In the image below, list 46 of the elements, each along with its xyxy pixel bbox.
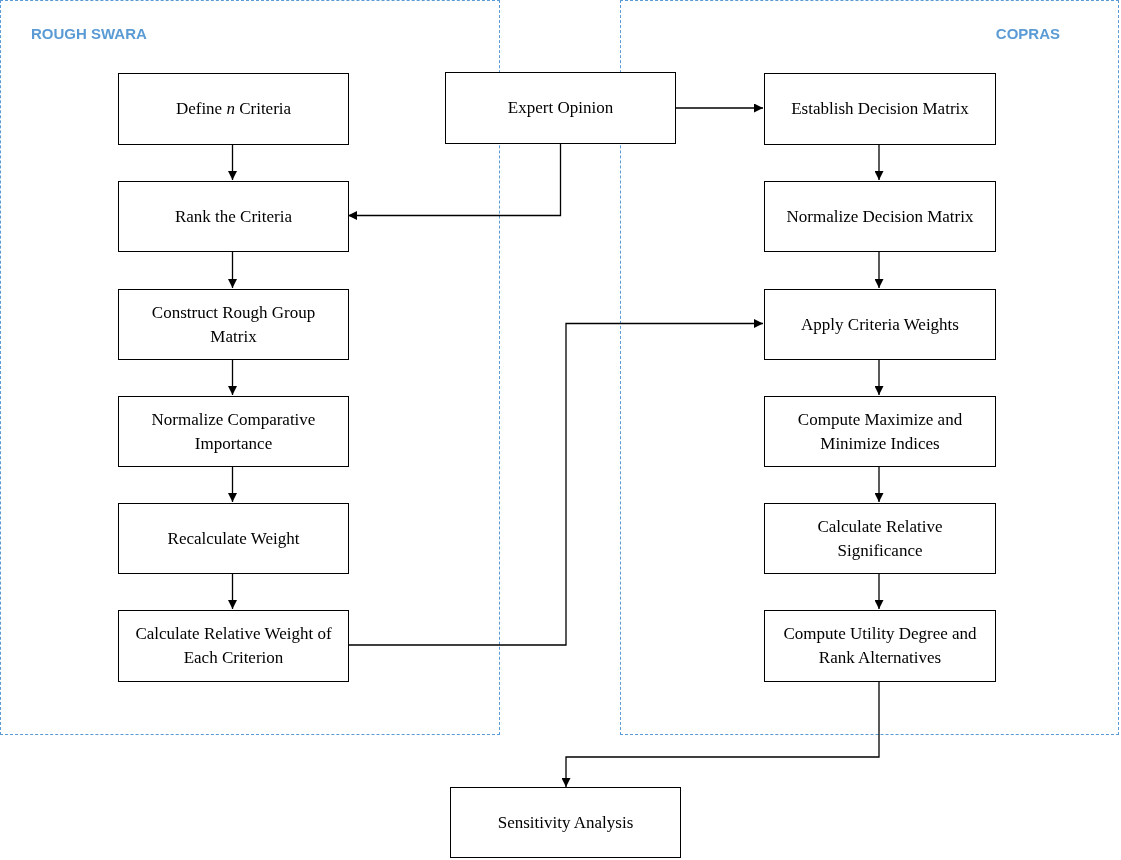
arrow	[228, 465, 237, 503]
arrow	[874, 250, 884, 289]
step-label: Expert Opinion	[507, 97, 614, 119]
process-box	[764, 73, 996, 145]
process-box	[118, 73, 349, 145]
group-heading: COPRAS	[995, 25, 1060, 42]
step-label: Construct Rough Group Matrix	[150, 301, 317, 348]
dashed-group-frame	[0, 0, 500, 735]
step-label: Rank the Criteria	[174, 205, 293, 228]
process-box	[764, 181, 996, 252]
arrow	[228, 250, 237, 289]
step-label: Normalize Comparative Importance	[150, 408, 317, 455]
process-box	[764, 503, 996, 574]
arrow	[228, 572, 237, 610]
arrow	[874, 572, 884, 610]
process-box	[450, 787, 681, 858]
step-label: Normalize Decision Matrix	[786, 205, 974, 228]
arrow	[347, 319, 764, 646]
process-box	[118, 503, 349, 574]
process-box	[118, 181, 349, 252]
arrow	[675, 103, 764, 113]
arrow	[561, 680, 880, 788]
step-label: Calculate Relative Significance	[816, 515, 944, 562]
arrow	[347, 143, 562, 220]
process-box	[764, 396, 996, 467]
step-label: Recalculate Weight	[167, 527, 300, 550]
step-label: Compute Maximize and Minimize Indices	[796, 408, 964, 455]
process-box	[764, 289, 996, 360]
step-label: Calculate Relative Weight of Each Criterion	[134, 623, 333, 669]
arrow	[874, 143, 884, 181]
arrow	[874, 465, 884, 503]
process-box	[118, 289, 349, 360]
process-box	[118, 610, 349, 682]
step-label: Establish Decision Matrix	[791, 98, 969, 120]
step-label: Apply Criteria Weights	[801, 313, 959, 336]
step-label: Compute Utility Degree and Rank Alternatives	[782, 623, 978, 669]
process-box	[445, 72, 676, 144]
arrow	[228, 358, 237, 396]
process-box	[118, 396, 349, 467]
step-label: Define n Criteria	[175, 98, 292, 120]
group-heading: ROUGH SWARA	[31, 25, 147, 42]
arrow	[874, 358, 884, 396]
step-label: Sensitivity Analysis	[497, 811, 634, 834]
process-box	[764, 610, 996, 682]
dashed-group-frame	[620, 0, 1119, 735]
arrow	[228, 143, 237, 181]
